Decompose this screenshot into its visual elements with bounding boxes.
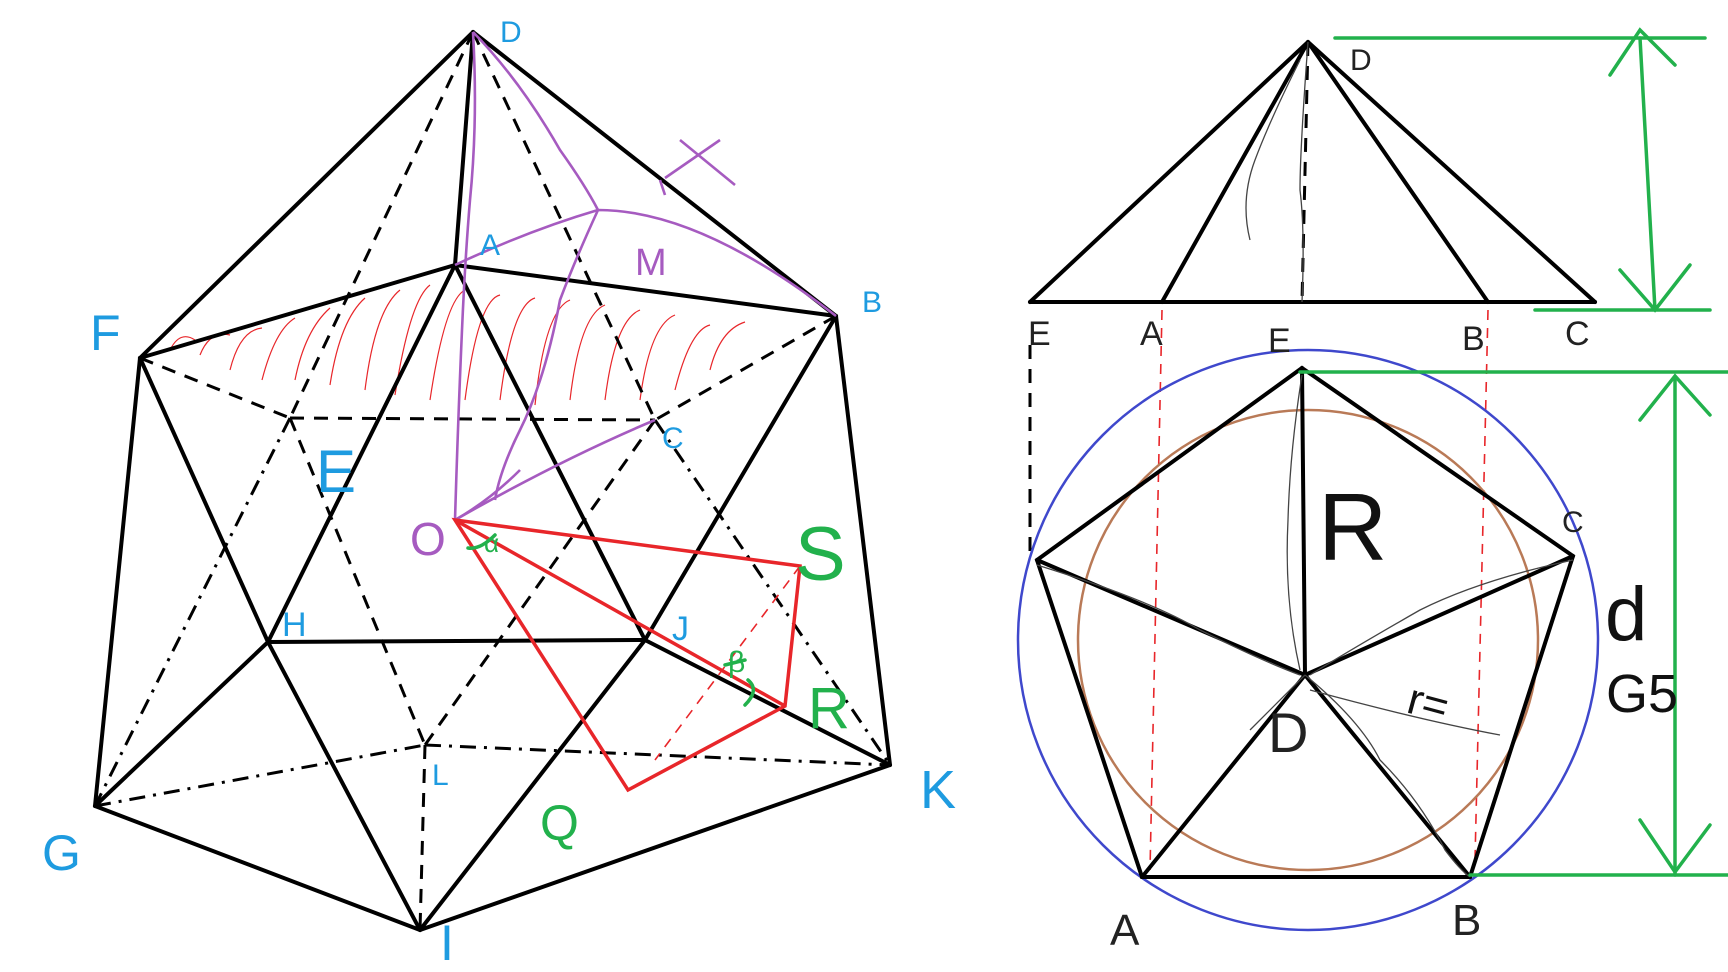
label-pent-D: D xyxy=(1268,701,1308,764)
label-d: d xyxy=(1605,572,1647,657)
label-I: I xyxy=(440,915,454,971)
label-R: R xyxy=(1318,474,1387,581)
red-construction xyxy=(451,517,802,793)
icosahedron-figure xyxy=(93,30,892,932)
label-d-sub: G5 xyxy=(1606,664,1678,724)
dimension-pentagon xyxy=(1298,370,1728,877)
label-J: J xyxy=(672,610,689,648)
pentagon-figure xyxy=(1016,27,1728,932)
purple-construction xyxy=(453,31,837,522)
label-side-E: E xyxy=(1028,315,1051,353)
label-M: M xyxy=(635,242,667,284)
pentagon xyxy=(1034,365,1576,879)
label-pent-B: B xyxy=(1452,896,1481,945)
hatching xyxy=(169,284,746,406)
green-angle-marks xyxy=(466,533,755,707)
label-F: F xyxy=(90,305,121,361)
circumscribed-circle xyxy=(1016,348,1600,932)
label-alpha: α xyxy=(484,528,499,558)
label-D: D xyxy=(500,16,522,49)
label-side-A: A xyxy=(1140,315,1163,353)
label-side-C: C xyxy=(1565,315,1590,353)
dimension-top xyxy=(1333,27,1712,313)
pyramid-side-view xyxy=(1028,40,1597,304)
label-G: G xyxy=(42,825,81,881)
pyramid-sketch-2 xyxy=(1245,59,1301,241)
label-S: S xyxy=(795,512,846,597)
projection-lines xyxy=(1149,309,1489,871)
label-A: A xyxy=(480,229,500,262)
label-H: H xyxy=(282,606,307,644)
pentagon-sketch xyxy=(1036,374,1574,878)
pyramid-sketch xyxy=(1299,41,1309,303)
label-pent-C: C xyxy=(1562,506,1584,539)
label-C: C xyxy=(662,422,684,455)
label-R: R xyxy=(808,676,850,741)
label-beta: β xyxy=(728,646,745,679)
label-pyramid-D: D xyxy=(1350,44,1372,77)
inscribed-circle xyxy=(1076,408,1540,872)
hidden-edges xyxy=(139,31,837,931)
label-side-B: B xyxy=(1462,320,1485,358)
label-pent-A: A xyxy=(1110,906,1140,955)
label-O: O xyxy=(410,513,446,565)
hidden-edges-dashdot xyxy=(93,357,892,808)
label-L: L xyxy=(432,759,449,792)
label-side-E-top: E xyxy=(1268,322,1291,360)
solid-edges xyxy=(93,30,892,932)
label-K: K xyxy=(920,760,956,820)
label-B: B xyxy=(862,286,882,319)
labels: D A B C E F G H I J K L M O S Q R α β D … xyxy=(42,16,1678,971)
label-E: E xyxy=(316,438,356,505)
label-Q: Q xyxy=(540,795,579,851)
